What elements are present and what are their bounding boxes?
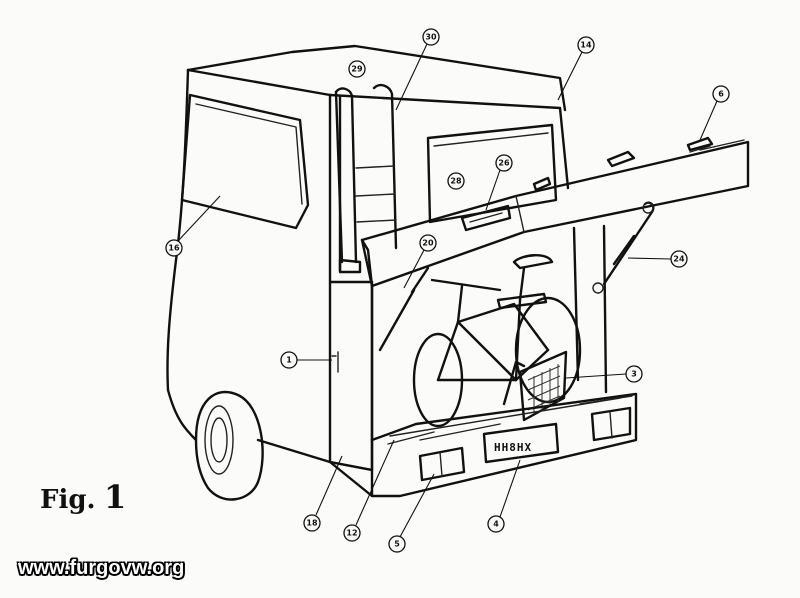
rear-wheel: [194, 390, 264, 501]
svg-text:4: 4: [493, 520, 499, 529]
svg-text:29: 29: [351, 65, 363, 74]
watermark: www.furgovw.org: [18, 557, 185, 579]
svg-text:24: 24: [673, 255, 685, 264]
svg-text:12: 12: [346, 529, 357, 538]
svg-text:30: 30: [425, 33, 437, 42]
gas-strut: [592, 201, 655, 294]
svg-text:18: 18: [306, 519, 318, 528]
svg-text:16: 16: [168, 244, 180, 253]
figure-label: Fig. 1: [40, 478, 126, 516]
callout-1: 1: [280, 351, 332, 369]
svg-text:28: 28: [450, 177, 462, 186]
callout-24: 24: [627, 250, 688, 268]
rack-box: [328, 392, 638, 498]
callout-6: 6: [699, 85, 730, 141]
callout-4: 4: [487, 459, 521, 533]
svg-text:5: 5: [394, 540, 400, 549]
svg-text:20: 20: [422, 239, 434, 248]
callout-5: 5: [388, 473, 435, 553]
inner-strut: [378, 266, 430, 352]
figure-label-number: 1: [104, 478, 126, 516]
callout-28: 28: [447, 172, 465, 190]
callout-29: 29: [348, 60, 366, 78]
svg-text:26: 26: [498, 159, 510, 168]
plate-text: HH8HX: [494, 441, 532, 454]
side-window: [180, 93, 310, 230]
callout-26: 26: [485, 154, 513, 211]
callout-3: 3: [565, 365, 643, 383]
callout-18: 18: [303, 455, 343, 532]
roof-ladder: [334, 83, 398, 274]
callout-20: 20: [403, 234, 437, 289]
svg-text:1: 1: [286, 356, 292, 365]
rear-door-window: [426, 123, 558, 224]
callout-14: 14: [557, 36, 595, 101]
svg-text:3: 3: [631, 370, 637, 379]
svg-text:14: 14: [580, 41, 592, 50]
bike-clamp: [502, 350, 568, 422]
callout-12: 12: [343, 439, 395, 542]
rack-side-panel: [328, 280, 374, 472]
van-body: [166, 44, 570, 464]
rack-interior: [370, 224, 608, 442]
svg-text:6: 6: [718, 90, 724, 99]
callout-30: 30: [395, 28, 440, 111]
callout-16: 16: [165, 195, 221, 257]
figure-label-word: Fig.: [40, 485, 96, 515]
bicycle: [412, 254, 582, 428]
